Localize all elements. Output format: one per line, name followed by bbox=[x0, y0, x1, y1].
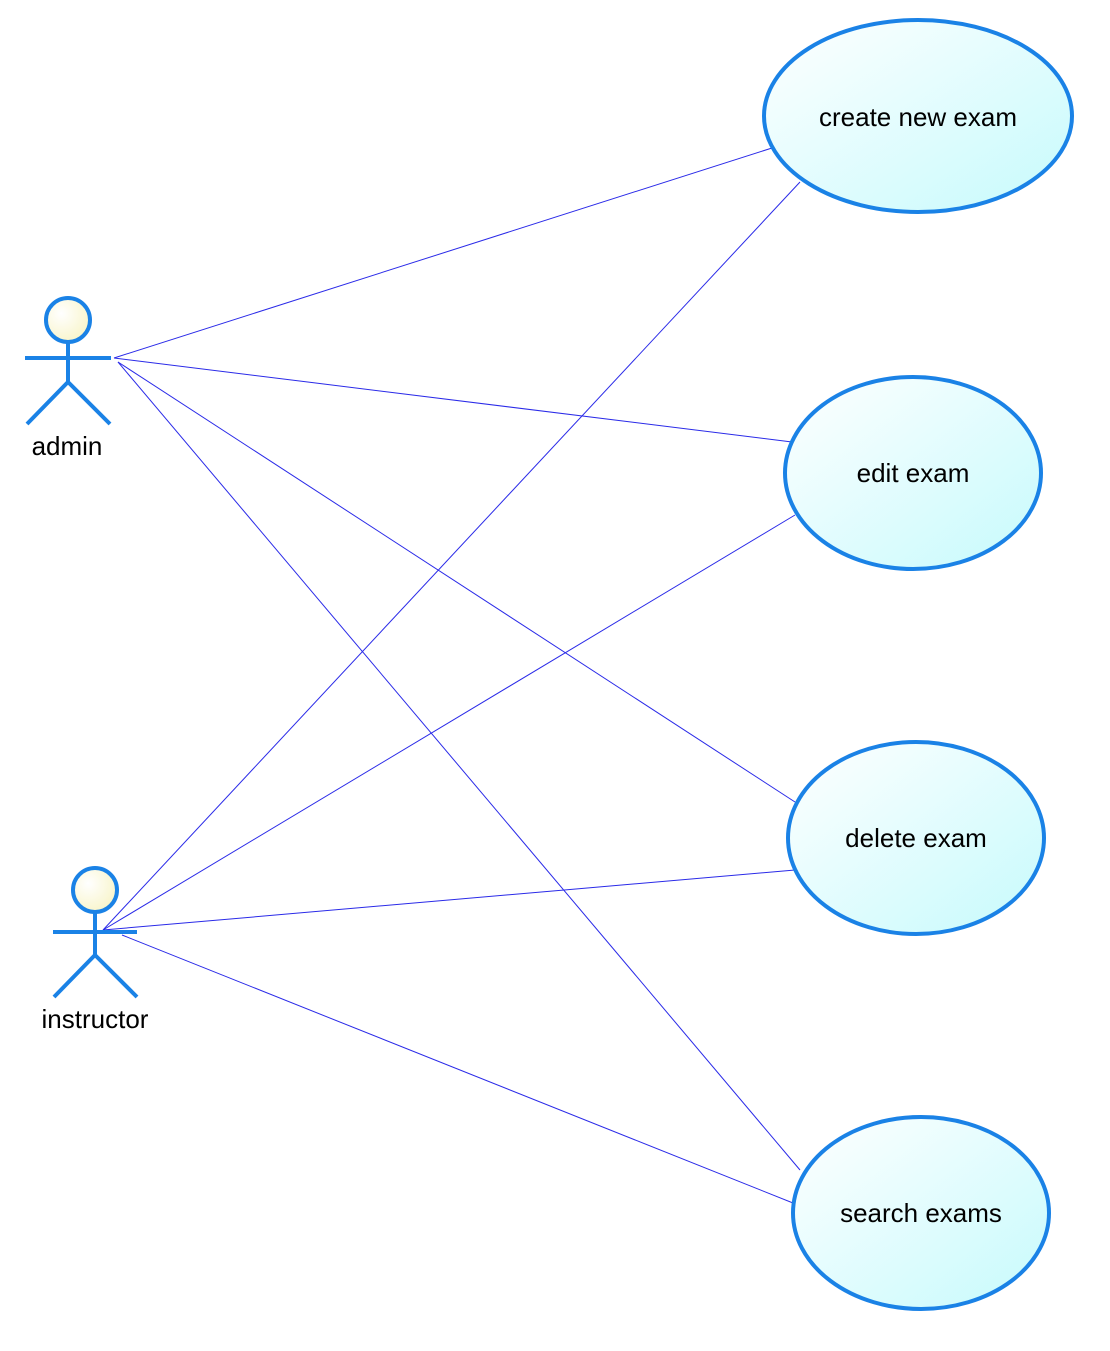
use-case-label: edit exam bbox=[857, 458, 970, 488]
use-case-edit-exam[interactable]: edit exam bbox=[783, 375, 1043, 571]
association-admin-create bbox=[113, 147, 773, 359]
use-case-ellipse bbox=[786, 740, 1046, 936]
association-instructor-delete bbox=[102, 869, 796, 931]
association-instructor-search bbox=[121, 934, 799, 1206]
use-case-label: search exams bbox=[840, 1198, 1002, 1228]
actor-right-leg bbox=[66, 380, 112, 426]
actor-label: instructor bbox=[42, 1004, 149, 1034]
association-admin-search bbox=[117, 361, 801, 1171]
stick-figure-icon bbox=[52, 866, 139, 999]
actor-instructor[interactable]: instructor bbox=[42, 866, 149, 1034]
use-case-label: create new exam bbox=[819, 102, 1017, 132]
actor-admin[interactable]: admin bbox=[25, 296, 112, 461]
actor-head bbox=[44, 296, 92, 344]
actor-left-leg bbox=[52, 953, 97, 999]
actor-head bbox=[71, 866, 119, 914]
use-case-ellipse bbox=[783, 375, 1043, 571]
use-case-ellipse bbox=[791, 1115, 1051, 1311]
actor-left-leg bbox=[25, 380, 70, 426]
actor-right-leg bbox=[93, 953, 139, 999]
association-admin-delete bbox=[117, 361, 796, 803]
use-case-create-new-exam[interactable]: create new exam bbox=[762, 18, 1074, 214]
association-admin-edit bbox=[113, 357, 793, 443]
use-case-ellipse bbox=[762, 18, 1074, 214]
use-case-delete-exam[interactable]: delete exam bbox=[786, 740, 1046, 936]
use-case-search-exams[interactable]: search exams bbox=[791, 1115, 1051, 1311]
actor-label: admin bbox=[32, 431, 103, 461]
associations bbox=[102, 147, 801, 1206]
association-instructor-edit bbox=[102, 514, 796, 931]
use-case-label: delete exam bbox=[845, 823, 987, 853]
association-instructor-create bbox=[102, 181, 801, 931]
stick-figure-icon bbox=[25, 296, 112, 426]
